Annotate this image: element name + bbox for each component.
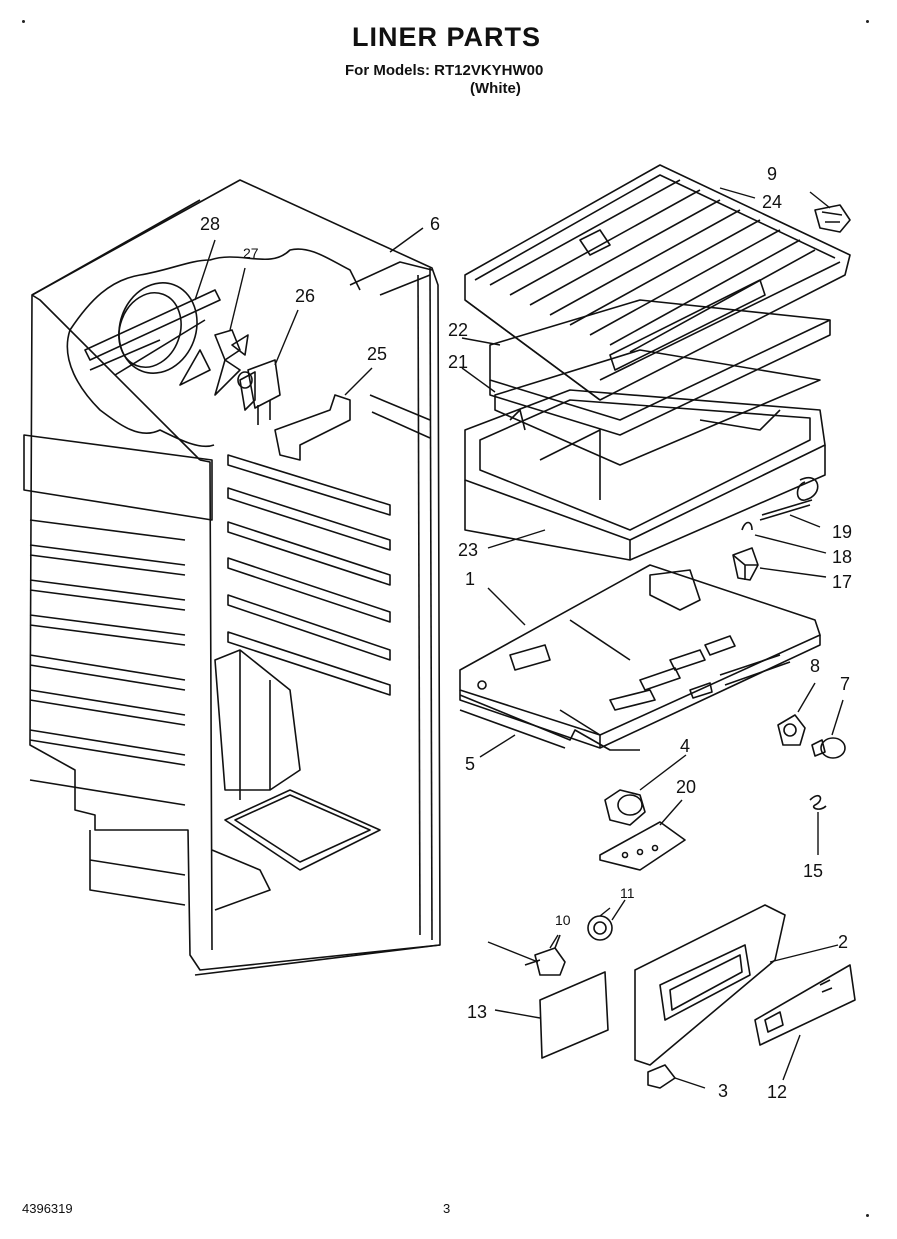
color-line: (White) <box>470 80 521 97</box>
part-10-thermostat <box>524 934 566 976</box>
callout-13: 13 <box>467 1002 487 1022</box>
cabinet-liner <box>23 179 441 976</box>
callout-2: 2 <box>838 932 848 952</box>
page-title: LINER PARTS <box>352 22 542 52</box>
part-5-plate <box>459 694 640 751</box>
part-8-socket <box>777 714 806 746</box>
callout-6: 6 <box>430 214 440 234</box>
callout-23: 23 <box>458 540 478 560</box>
page-number: 3 <box>443 1201 451 1216</box>
part-4-knob <box>604 789 646 826</box>
document-number: 4396319 <box>22 1201 73 1216</box>
callout-11: 11 <box>620 885 635 901</box>
part-23-frame <box>464 389 826 561</box>
part-22-21-plates <box>489 299 831 466</box>
callout-19: 19 <box>832 522 852 542</box>
corner-mark <box>22 20 25 23</box>
callout-1: 1 <box>465 569 475 589</box>
part-18-clip <box>741 521 753 531</box>
callout-17: 17 <box>832 572 852 592</box>
callout-labels: 28 27 26 25 6 9 24 22 21 23 1 5 19 18 17… <box>200 164 852 1102</box>
callout-22: 22 <box>448 320 468 340</box>
callout-21: 21 <box>448 352 468 372</box>
callout-15: 15 <box>803 861 823 881</box>
callout-7: 7 <box>840 674 850 694</box>
callout-3: 3 <box>718 1081 728 1101</box>
callout-9: 9 <box>767 164 777 184</box>
callout-4: 4 <box>680 736 690 756</box>
part-9-clip <box>814 204 851 233</box>
callout-8: 8 <box>810 656 820 676</box>
callout-5: 5 <box>465 754 475 774</box>
callout-26: 26 <box>295 286 315 306</box>
callout-25: 25 <box>367 344 387 364</box>
part-2-housing <box>634 904 786 1066</box>
part-24-shelf <box>464 164 851 401</box>
part-17-block <box>732 547 759 581</box>
part-11-dial <box>587 915 613 941</box>
corner-mark <box>866 1214 869 1217</box>
part-19-rod <box>759 499 813 521</box>
part-15-wire <box>809 795 827 810</box>
part-12-plate <box>754 964 856 1046</box>
callout-24: 24 <box>762 192 782 212</box>
part-3-socket <box>647 1064 676 1089</box>
part-13-pad <box>539 971 609 1059</box>
callout-18: 18 <box>832 547 852 567</box>
callout-27: 27 <box>243 245 259 261</box>
callout-20: 20 <box>676 777 696 797</box>
part-1-panel <box>459 564 821 749</box>
callout-10: 10 <box>555 912 571 928</box>
leader-lines <box>194 187 844 1089</box>
callout-28: 28 <box>200 214 220 234</box>
models-line: For Models: RT12VKYHW00 <box>345 62 544 79</box>
corner-mark <box>866 20 869 23</box>
part-20-bracket <box>599 821 686 871</box>
part-7-bulb <box>811 737 846 759</box>
callout-12: 12 <box>767 1082 787 1102</box>
